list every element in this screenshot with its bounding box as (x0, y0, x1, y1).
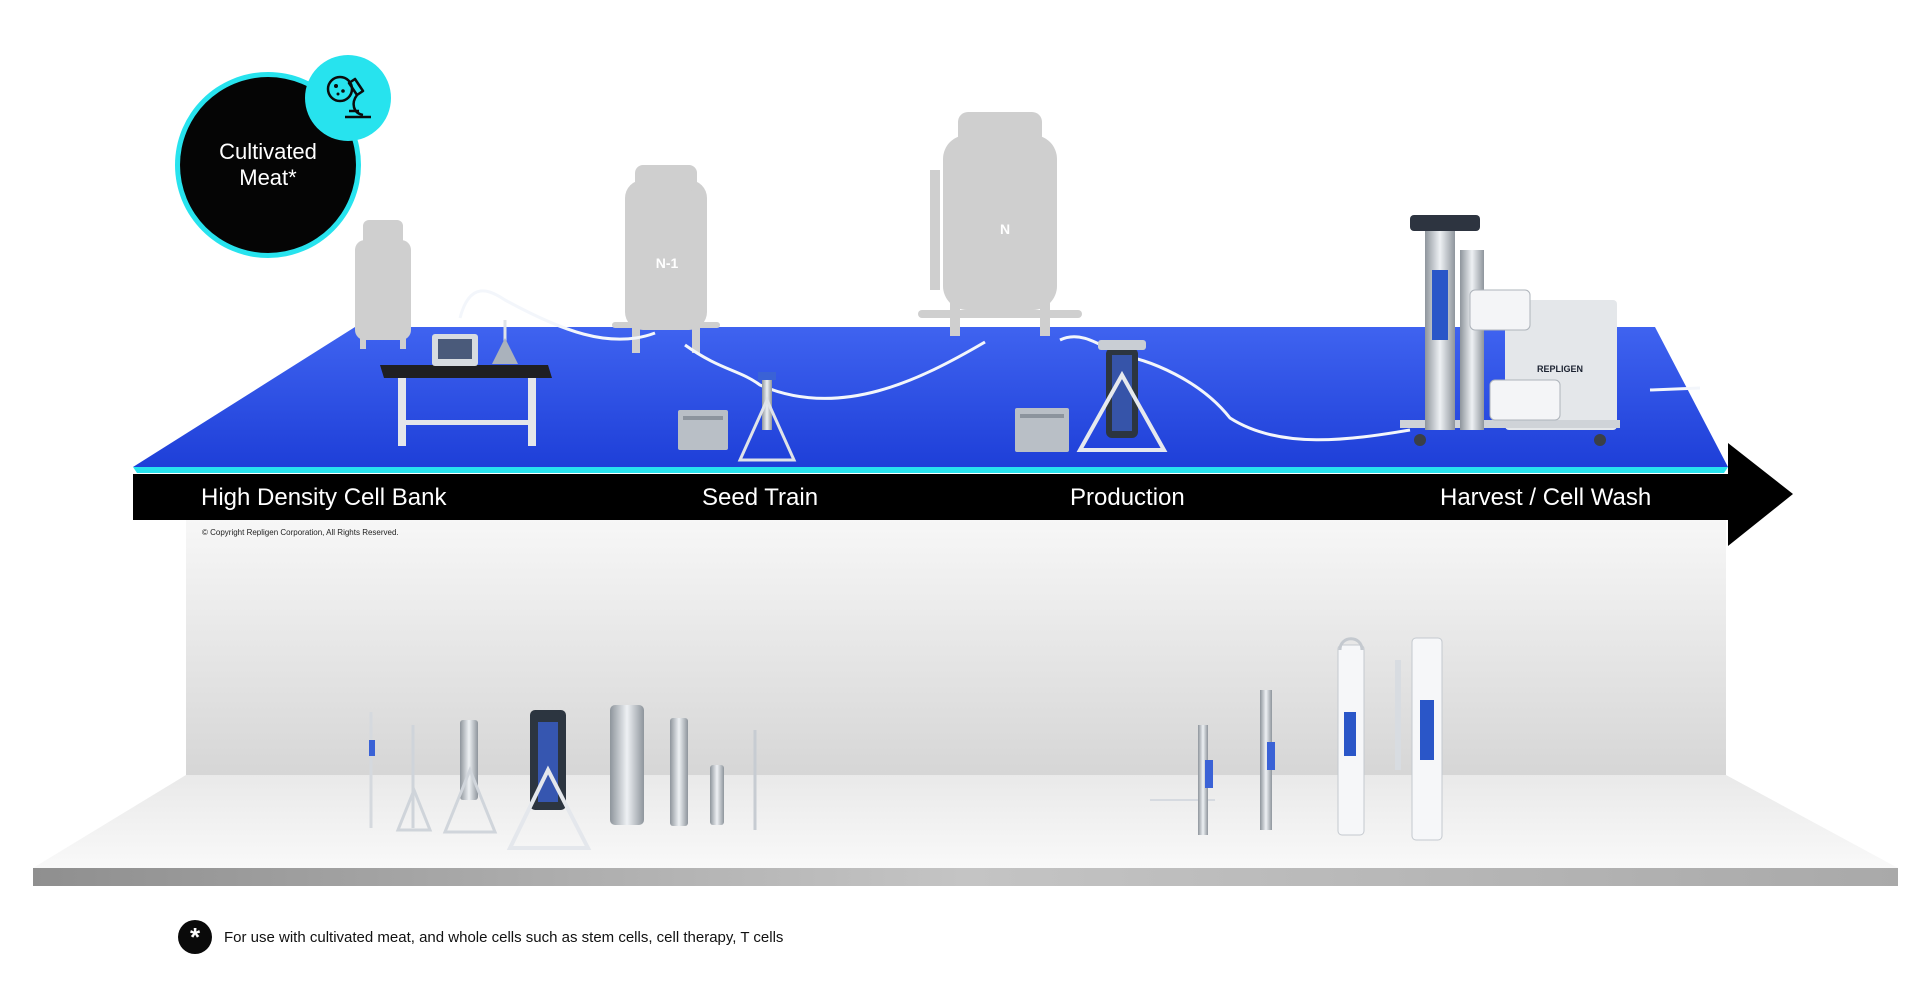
production-controller (1015, 408, 1069, 452)
harvest-column-lineup (1150, 637, 1443, 841)
footnote: * For use with cultivated meat, and whol… (178, 920, 783, 954)
n-minus-1-label: N-1 (656, 255, 679, 271)
process-arrow (133, 443, 1793, 546)
stage-label-production: Production (1070, 484, 1185, 511)
lab-table (380, 365, 552, 446)
bioreactor-lineup (369, 705, 757, 850)
n-label: N (1000, 221, 1010, 237)
footnote-text: For use with cultivated meat, and whole … (224, 928, 784, 946)
cell-bank-vessel (355, 220, 411, 349)
seed-train-bioreactor (737, 372, 797, 462)
harvest-skid (1400, 215, 1620, 446)
n-vessel (918, 112, 1082, 336)
asterisk-icon: * (178, 920, 212, 954)
controller-unit (432, 334, 478, 366)
microscope-petri-dish-icon (305, 55, 391, 141)
badge-text: Cultivated Meat* (219, 139, 317, 190)
stage-label-harvest-cell-wash: Harvest / Cell Wash (1440, 484, 1652, 511)
copyright-notice: © Copyright Repligen Corporation, All Ri… (202, 528, 399, 537)
small-bioreactor (492, 320, 518, 364)
display-floor (33, 775, 1898, 868)
seed-train-controller (678, 410, 728, 450)
back-wall (186, 520, 1726, 775)
skid-brand: REPLIGEN (1537, 364, 1583, 374)
production-bioreactor (1076, 340, 1168, 452)
process-tubing (458, 289, 1701, 442)
floor-edge (33, 868, 1898, 886)
platform-glow (133, 467, 1728, 473)
stage-label-seed-train: Seed Train (702, 484, 819, 511)
blue-platform (133, 327, 1728, 467)
stage-label-high-density-cell-bank: High Density Cell Bank (201, 484, 447, 511)
